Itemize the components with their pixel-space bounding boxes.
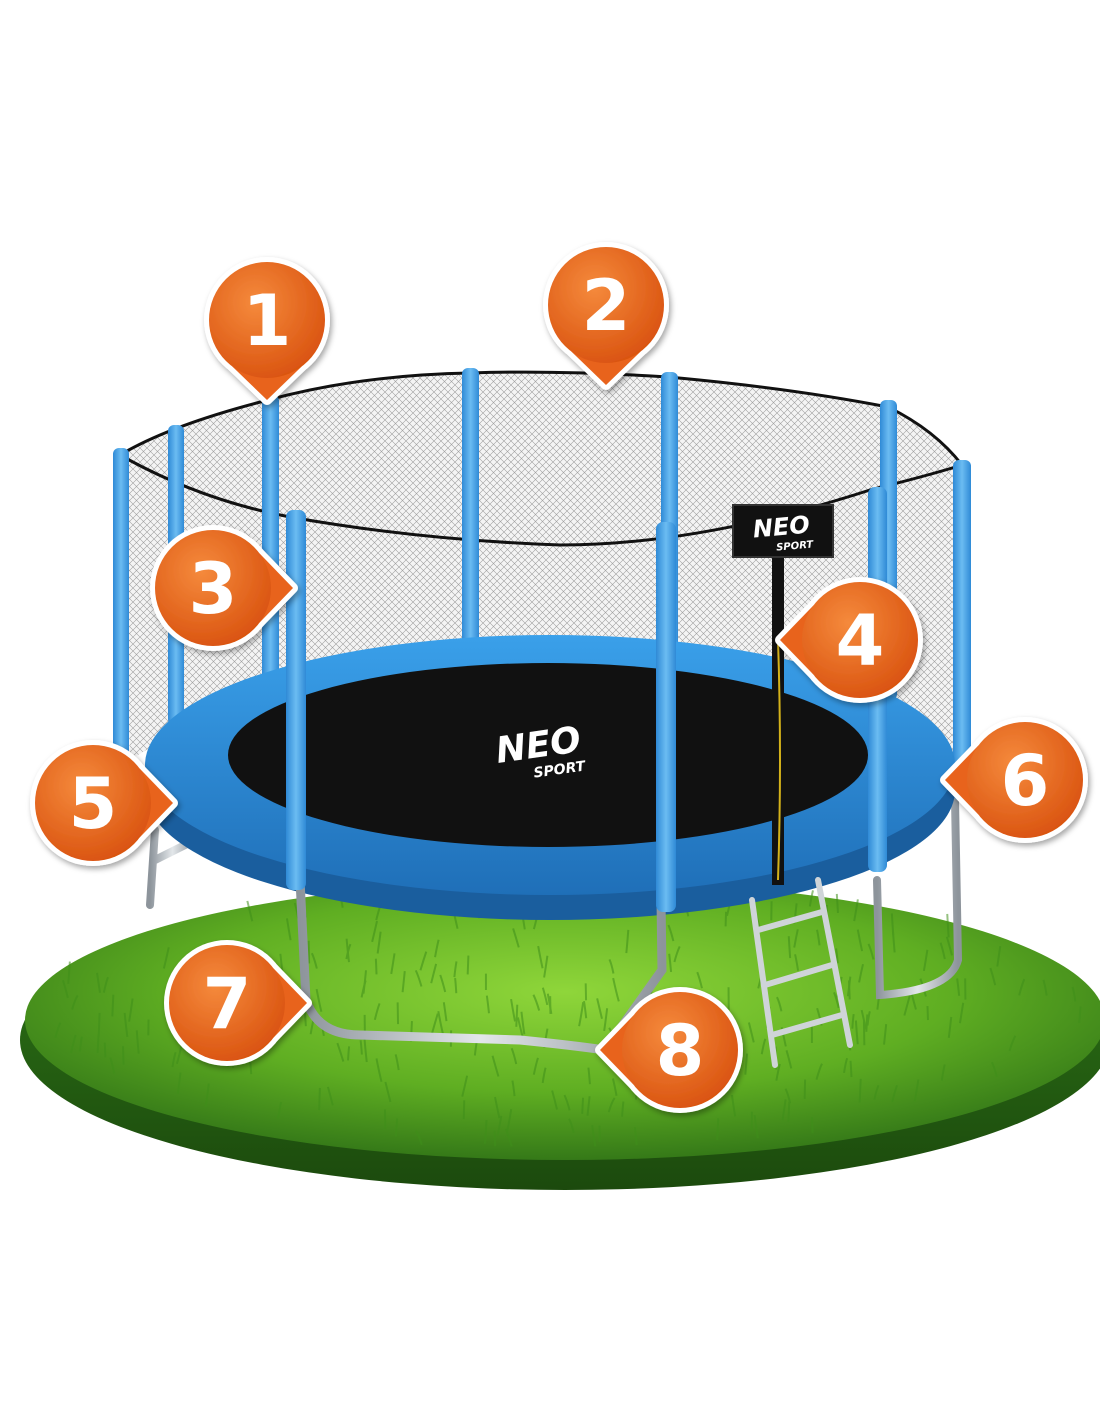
marker-2: 2 (543, 242, 669, 390)
marker-7: 7 (164, 940, 312, 1066)
marker-label-2: 2 (582, 265, 631, 347)
marker-label-8: 8 (656, 1010, 705, 1092)
marker-8: 8 (595, 987, 743, 1113)
marker-1: 1 (204, 257, 330, 405)
mat-logo-sub: SPORT (533, 758, 588, 781)
brand-sign: NEO SPORT (732, 504, 834, 885)
marker-4: 4 (775, 577, 923, 703)
marker-label-7: 7 (203, 963, 252, 1045)
marker-label-6: 6 (1001, 740, 1050, 822)
marker-5: 5 (30, 740, 178, 866)
trampoline-mat: NEO SPORT (145, 635, 955, 920)
marker-3: 3 (150, 525, 298, 651)
marker-label-1: 1 (243, 280, 292, 362)
sign-logo-sub: SPORT (776, 539, 815, 553)
frame-legs-front (295, 875, 667, 1055)
marker-label-5: 5 (69, 763, 118, 845)
sign-logo: NEO (752, 511, 811, 544)
markers: 1 2 3 4 5 6 7 8 (30, 242, 1088, 1113)
marker-label-4: 4 (836, 600, 885, 682)
marker-6: 6 (940, 717, 1088, 843)
ladder (749, 877, 853, 1068)
marker-label-3: 3 (189, 548, 238, 630)
